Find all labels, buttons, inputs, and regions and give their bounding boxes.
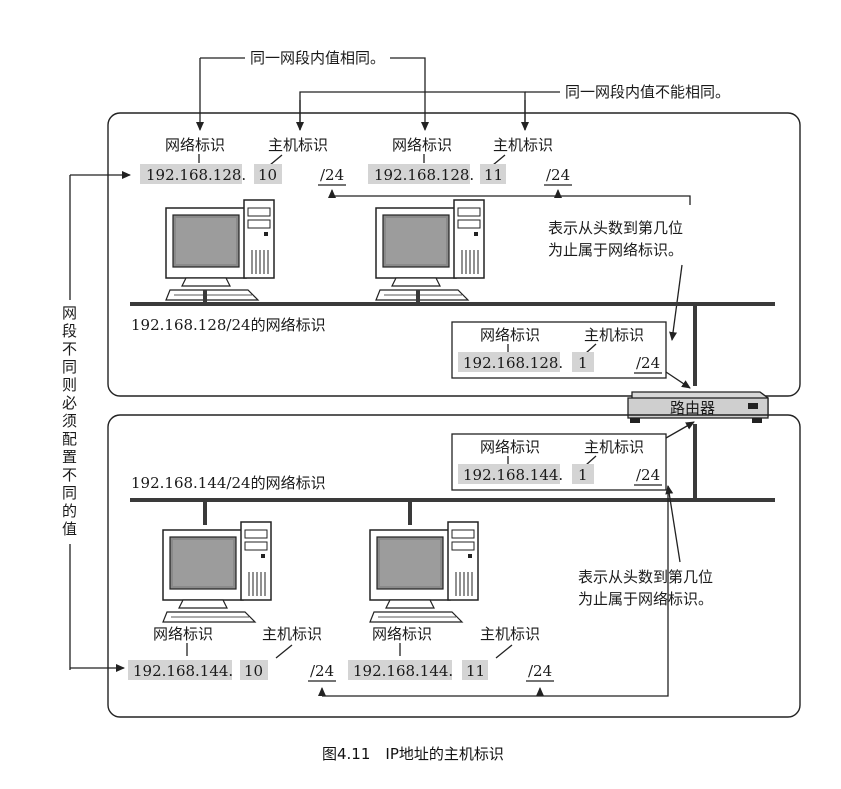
bottom-prefix-bracket — [322, 486, 669, 697]
bottom-router-if-network: 192.168.144. — [463, 466, 563, 484]
vertical-note-char: 配 — [62, 430, 77, 448]
top-router-if-prefix: /24 — [636, 354, 660, 372]
top-host-a-network-box — [140, 164, 242, 184]
bottom-prefix-note-arrow — [665, 485, 681, 563]
bottom-host-b-prefix: /24 — [528, 662, 552, 680]
top-host-b-network-box — [368, 164, 470, 184]
vertical-note-char: 的 — [62, 502, 77, 520]
bottom-host-b-network: 192.168.144. — [353, 662, 453, 680]
vertical-note-char: 必 — [62, 394, 77, 412]
different-value-bracket — [299, 91, 526, 130]
bottom-router-if-prefix: /24 — [636, 466, 660, 484]
top-host-a-host-label: 主机标识 — [268, 136, 328, 154]
vertical-note-char: 段 — [62, 322, 77, 340]
bottom-network-label: 192.168.144/24的网络标识 — [131, 474, 326, 492]
different-value-note: 同一网段内值不能相同。 — [565, 83, 730, 101]
bottom-host-a-host-label: 主机标识 — [262, 625, 322, 643]
top-network-label: 192.168.128/24的网络标识 — [131, 316, 326, 334]
same-value-note: 同一网段内值相同。 — [250, 49, 385, 67]
top-host-b-computer — [375, 199, 485, 301]
bottom-host-a-prefix: /24 — [310, 662, 334, 680]
bottom-router-if-network-label: 网络标识 — [480, 438, 540, 456]
bottom-router-if-host: 1 — [578, 466, 588, 484]
bottom-host-b-host: 11 — [466, 662, 485, 680]
top-host-a-network: 192.168.128. — [146, 166, 246, 184]
bottom-host-b-network-label: 网络标识 — [372, 625, 432, 643]
figure-caption: 图4.11 IP地址的主机标识 — [322, 745, 504, 763]
router-label: 路由器 — [670, 399, 715, 417]
top-prefix-bracket — [331, 195, 691, 205]
top-prefix-note-1: 表示从头数到第几位 — [548, 219, 683, 237]
bottom-router-if-host-label: 主机标识 — [584, 438, 644, 456]
vertical-note-char: 网 — [62, 304, 77, 322]
top-host-a-host: 10 — [258, 166, 277, 184]
same-value-line-right — [390, 57, 429, 131]
top-host-b-host: 11 — [484, 166, 503, 184]
top-router-if-network: 192.168.128. — [463, 354, 563, 372]
top-host-a-host-box — [254, 164, 282, 184]
top-router-if-host-label: 主机标识 — [584, 326, 644, 344]
top-host-b-host-box — [480, 164, 506, 184]
bottom-host-a-network: 192.168.144. — [133, 662, 233, 680]
top-router-if-network-label: 网络标识 — [480, 326, 540, 344]
vertical-note-char: 值 — [62, 520, 77, 538]
top-host-b-prefix: /24 — [546, 166, 570, 184]
bottom-host-a-computer — [162, 521, 272, 623]
vertical-note-char: 不 — [62, 340, 77, 358]
top-host-a-network-label: 网络标识 — [165, 136, 225, 154]
bottom-prefix-note-2: 为止属于网络标识。 — [578, 590, 713, 608]
top-host-a-computer — [165, 199, 275, 301]
top-prefix-note-2: 为止属于网络标识。 — [548, 241, 683, 259]
top-host-b-network: 192.168.128. — [374, 166, 474, 184]
bottom-host-b-host-label: 主机标识 — [480, 625, 540, 643]
top-host-a-prefix: /24 — [320, 166, 344, 184]
top-router-if-host: 1 — [578, 354, 588, 372]
bottom-host-a-network-label: 网络标识 — [153, 625, 213, 643]
vertical-note-char: 置 — [62, 448, 77, 466]
vertical-note-char: 同 — [62, 484, 77, 502]
bottom-host-a-host: 10 — [244, 662, 263, 680]
bottom-segment-box — [107, 414, 801, 718]
bottom-host-b-computer — [369, 521, 479, 623]
router: 路由器 — [627, 391, 769, 423]
vertical-note-char: 则 — [62, 376, 77, 394]
bottom-prefix-note-1: 表示从头数到第几位 — [578, 568, 713, 586]
top-host-b-network-label: 网络标识 — [392, 136, 452, 154]
vertical-note-char: 不 — [62, 466, 77, 484]
top-segment-box — [107, 112, 801, 397]
top-host-b-host-label: 主机标识 — [493, 136, 553, 154]
vertical-note-char: 须 — [62, 412, 77, 430]
vertical-note-char: 同 — [62, 358, 77, 376]
